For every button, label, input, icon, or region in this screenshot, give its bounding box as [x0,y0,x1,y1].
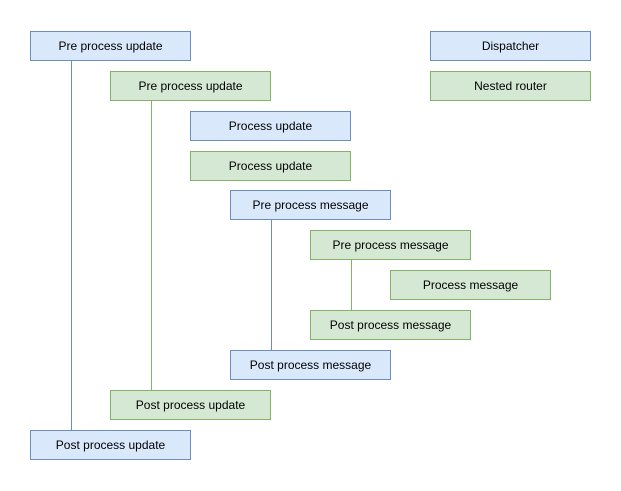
node-post-process-message-blue: Post process message [230,350,391,380]
node-dispatcher-blue: Dispatcher [430,31,591,61]
node-post-process-message-green: Post process message [310,310,471,340]
scope-connector-line [271,220,272,350]
node-pre-process-update-blue: Pre process update [30,31,191,61]
node-process-message-green: Process message [390,270,551,300]
node-process-update-blue: Process update [190,111,351,141]
node-pre-process-update-green: Pre process update [110,71,271,101]
node-pre-process-message-blue: Pre process message [230,190,391,220]
scope-connector-line [151,101,152,390]
node-pre-process-message-green: Pre process message [310,230,471,260]
scope-connector-line [71,61,72,430]
node-process-update-green: Process update [190,151,351,181]
node-nested-router-green: Nested router [430,71,591,101]
scope-connector-line [351,260,352,310]
node-post-process-update-blue: Post process update [30,430,191,460]
node-post-process-update-green: Post process update [110,390,271,420]
